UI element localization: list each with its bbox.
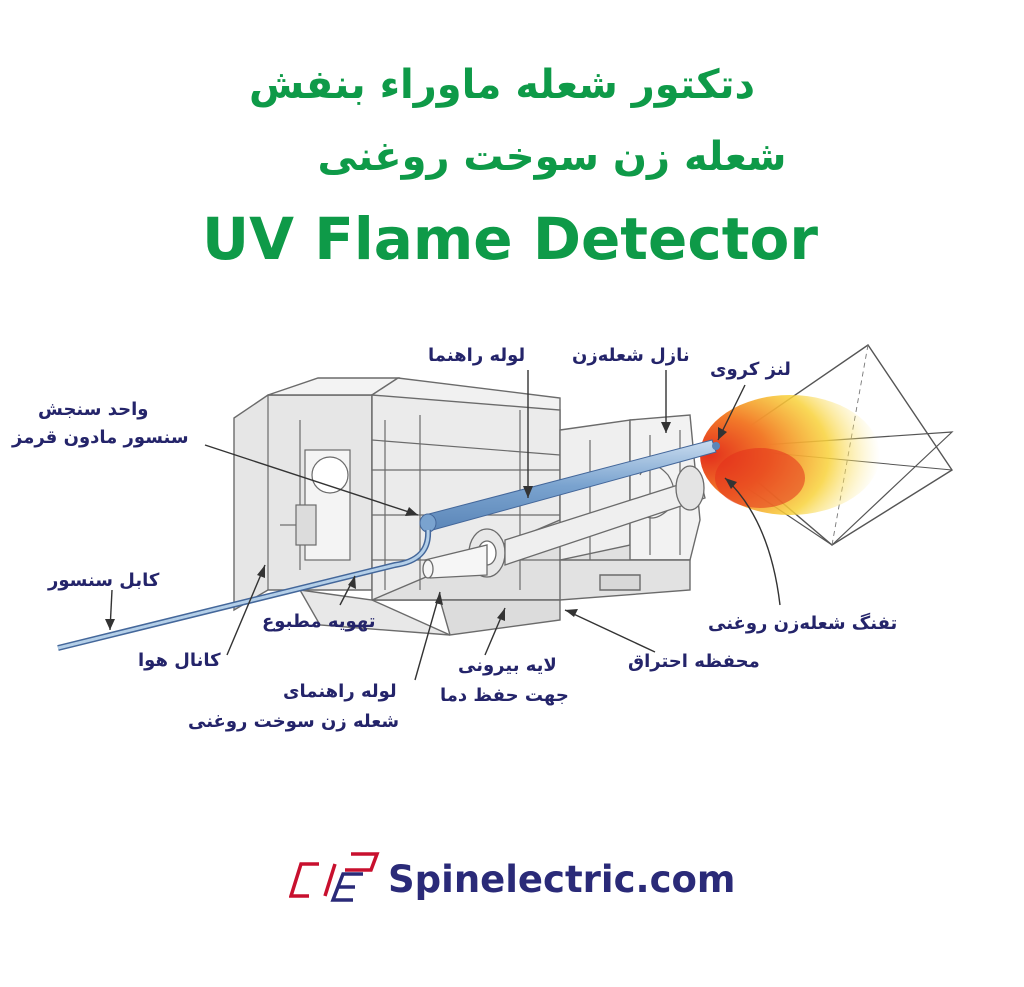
label-combustion-chamber: محفظه احتراق bbox=[628, 651, 760, 672]
label-spherical-lens: لنز کروی bbox=[710, 359, 791, 380]
label-oil-pilot-2: شعله زن سوخت روغنی bbox=[188, 711, 400, 732]
label-burner-nozzle: نازل شعله‌زن bbox=[572, 345, 690, 366]
flame-cone bbox=[700, 344, 954, 546]
label-oil-burner-gun: تفنگ شعله‌زن روغنی bbox=[708, 613, 898, 634]
oil-gun-assembly bbox=[422, 465, 706, 579]
label-ir-unit-2: سنسور مادون قرمز bbox=[12, 427, 189, 448]
label-pilot-tube: لوله راهنما bbox=[428, 345, 526, 366]
label-sensor-cable: کابل سنسور bbox=[48, 570, 160, 591]
sensor-cable bbox=[57, 529, 432, 651]
title-line-1: دتکتور شعله ماوراء بنفش bbox=[248, 62, 756, 108]
label-ir-unit-1: واحد سنجش bbox=[38, 399, 149, 420]
label-oil-pilot-1: لوله راهنمای bbox=[283, 681, 397, 702]
label-insulation-1: لایه بیرونی bbox=[458, 655, 557, 676]
title-line-2: شعله زن سوخت روغنی bbox=[317, 134, 787, 180]
label-forced-vent: تهویه مطبوع bbox=[262, 611, 376, 632]
title-english: UV Flame Detector bbox=[202, 205, 818, 273]
footer-site-name[interactable]: Spinelectric.com bbox=[388, 858, 736, 901]
pilot-tube bbox=[419, 439, 720, 533]
housing-details bbox=[267, 395, 681, 590]
label-air-channel: کانال هوا bbox=[138, 650, 221, 671]
label-insulation-2: جهت حفظ دما bbox=[440, 685, 569, 706]
spinelectric-logo-icon bbox=[289, 852, 380, 902]
